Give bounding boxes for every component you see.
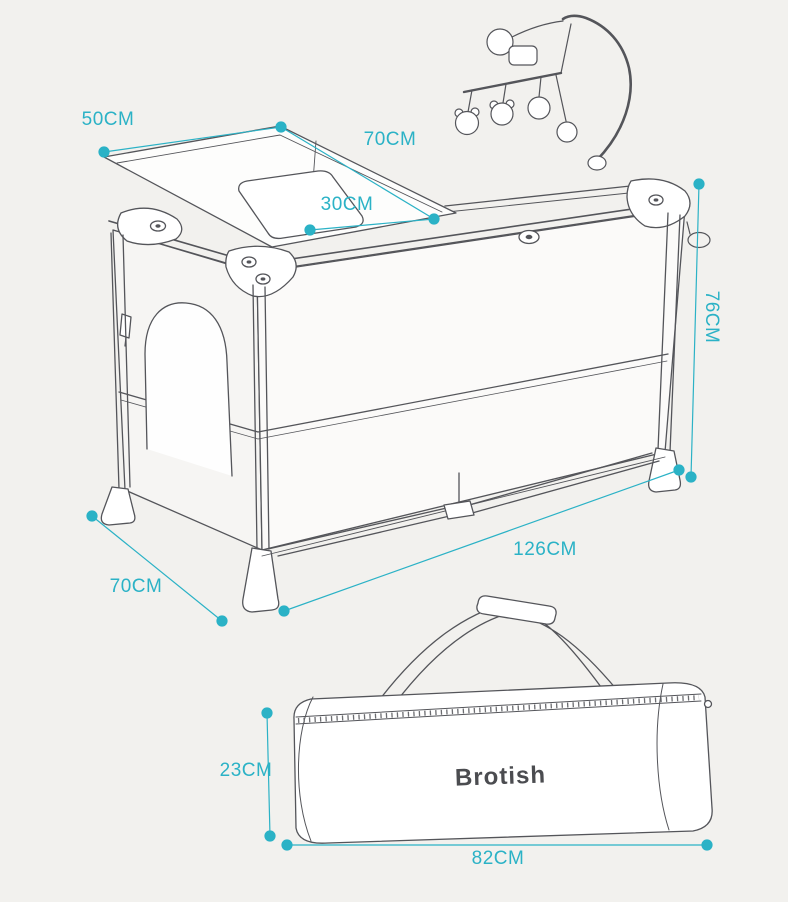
carry-bag-line-art (293, 595, 713, 844)
toy-mobile-line-art (454, 14, 632, 171)
changing-table-line-art (103, 125, 457, 248)
crib-frame-line-art (100, 178, 691, 613)
dimension-lines (86, 121, 713, 851)
dimension-label-crib-height: 76CM (701, 290, 722, 344)
dimension-label-crib-width: 70CM (109, 576, 163, 597)
dimension-label-changer-edge: 50CM (81, 109, 135, 130)
dimension-label-bag-height: 23CM (219, 760, 273, 781)
brand-logo-text: Brotish (454, 761, 547, 792)
dimension-label-bag-length: 82CM (471, 848, 525, 869)
accessory-ring-line-art (686, 221, 711, 249)
dimension-label-changer-pad: 30CM (320, 194, 374, 215)
dimension-label-crib-length: 126CM (513, 539, 577, 560)
dimension-label-changer-length: 70CM (363, 129, 417, 150)
